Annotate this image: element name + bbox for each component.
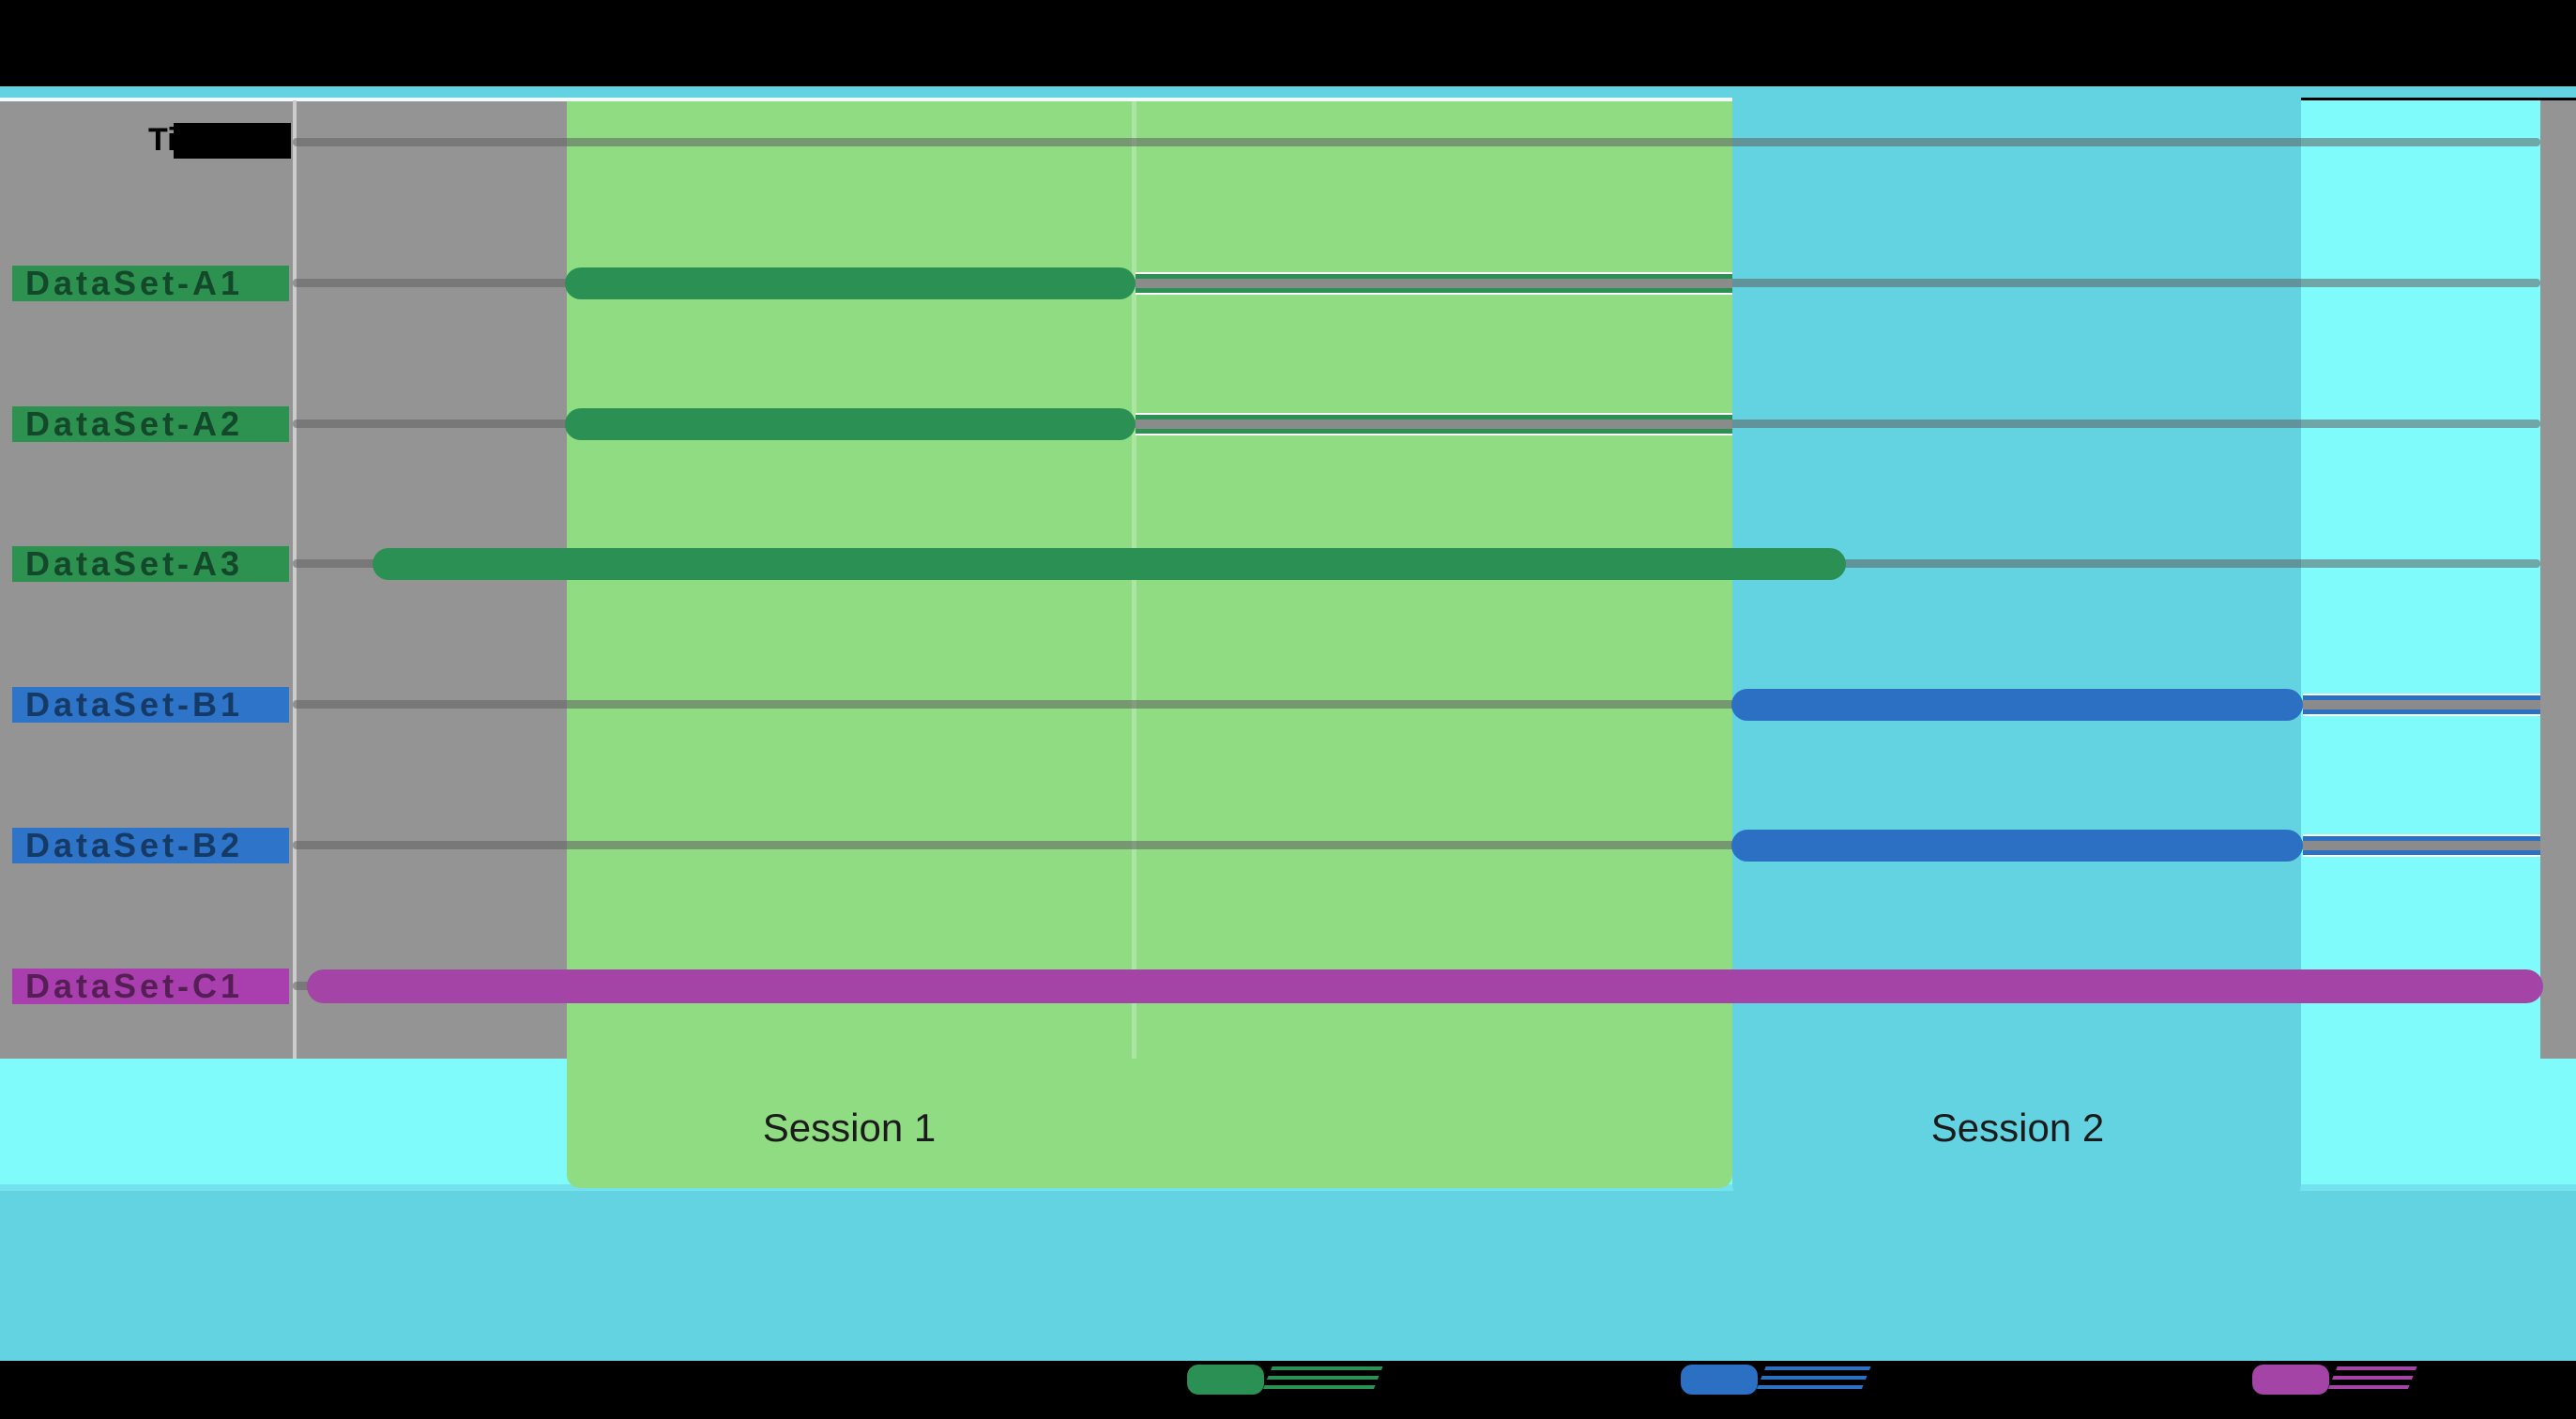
- row-rail-edged: [1136, 272, 1732, 295]
- row-chip-label: DataSet-A3: [25, 546, 244, 582]
- row-chip-DataSet-B1: DataSet-B1: [12, 687, 289, 723]
- dataset-bar-DataSet-B1: [1731, 689, 2303, 721]
- legend-bar: [0, 1361, 2576, 1419]
- time-axis-strip: [0, 86, 2576, 98]
- top-black-bar: [0, 0, 2576, 86]
- row-chip-label: DataSet-B2: [25, 828, 244, 863]
- row-rail-edged: [1136, 413, 1732, 435]
- row-rail: [293, 700, 2540, 709]
- footer-medium-band: [0, 1191, 2576, 1361]
- legend-label-streaks-A: [1261, 1366, 1383, 1393]
- row-chip-DataSet-A1: DataSet-A1: [12, 266, 289, 301]
- row-chip-label: DataSet-C1: [25, 969, 244, 1004]
- row-chip-DataSet-B2: DataSet-B2: [12, 828, 289, 863]
- header-row-rail: [293, 138, 2540, 146]
- legend-label-streaks-C: [2326, 1366, 2417, 1393]
- dataset-bar-DataSet-B2: [1731, 830, 2303, 862]
- session2-column: [1732, 86, 2301, 1198]
- row-chip-DataSet-A3: DataSet-A3: [12, 546, 289, 582]
- row-chip-label: DataSet-A1: [25, 266, 244, 301]
- y-axis-spine: [293, 100, 297, 1059]
- axis-strip-underline: [0, 98, 1732, 101]
- row-chip-label: DataSet-B1: [25, 687, 244, 723]
- legend-label-streaks-B: [1755, 1366, 1871, 1393]
- legend-swatch-B: [1681, 1365, 1758, 1395]
- row-chip-label: DataSet-A2: [25, 406, 244, 442]
- time-label-cover: [174, 123, 291, 159]
- session1-label: Session 1: [762, 1106, 937, 1150]
- session2-label: Session 2: [1930, 1106, 2105, 1150]
- dataset-bar-DataSet-A3: [373, 548, 1846, 580]
- legend-swatch-A: [1187, 1365, 1264, 1395]
- dataset-bar-DataSet-A2: [565, 408, 1136, 440]
- row-rail-edged: [2303, 834, 2540, 857]
- dataset-bar-DataSet-C1: [307, 969, 2543, 1003]
- row-chip-DataSet-A2: DataSet-A2: [12, 406, 289, 442]
- row-rail: [293, 841, 2540, 849]
- dataset-bar-DataSet-A1: [565, 267, 1136, 299]
- row-rail-edged: [2303, 694, 2540, 716]
- legend-swatch-C: [2252, 1365, 2329, 1395]
- row-chip-DataSet-C1: DataSet-C1: [12, 969, 289, 1004]
